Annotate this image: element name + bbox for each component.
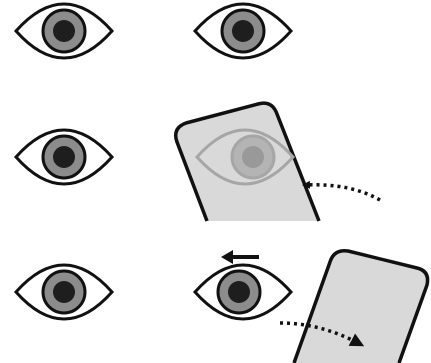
arrow-left-icon [221, 250, 259, 264]
eye-icon [16, 4, 112, 58]
eye-icon [195, 4, 291, 58]
dotted-arrow-icon [306, 185, 380, 200]
row-3 [16, 250, 428, 363]
occluder-card-icon [294, 251, 428, 363]
row-2 [16, 103, 380, 221]
eye-icon [16, 130, 112, 184]
eye-icon [16, 265, 112, 319]
eye-icon [195, 265, 291, 319]
row-1 [16, 4, 291, 58]
